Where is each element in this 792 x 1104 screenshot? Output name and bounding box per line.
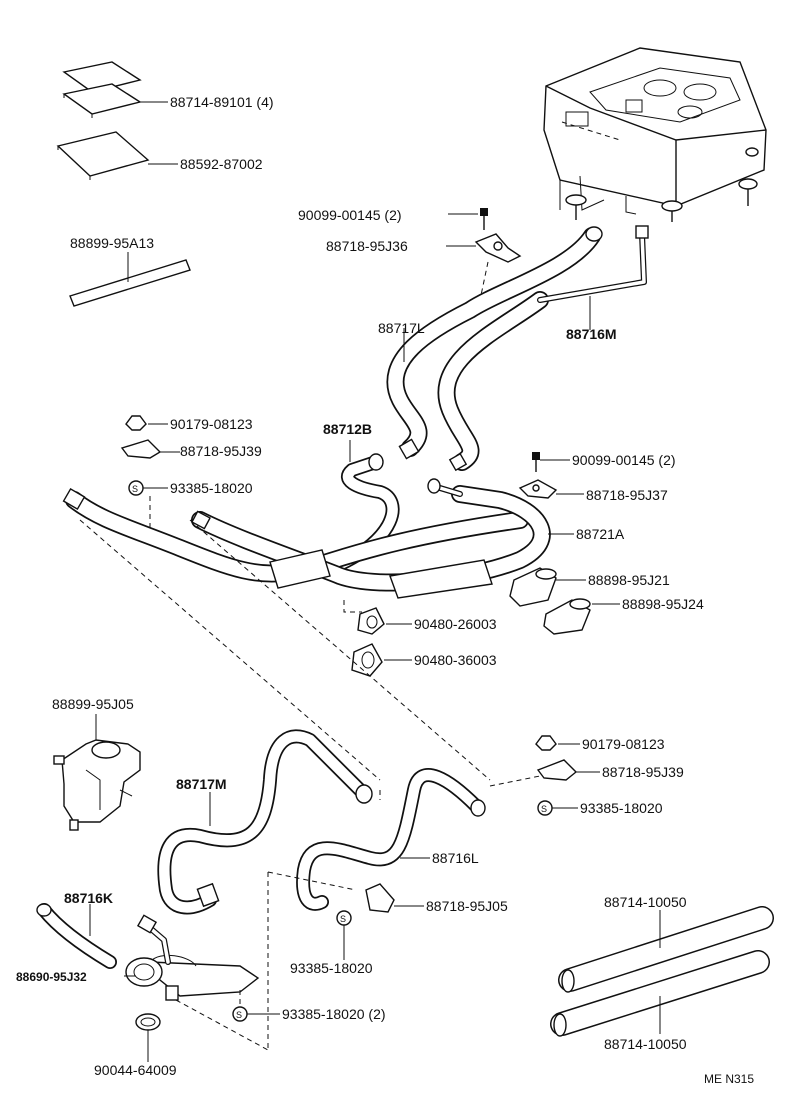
hose-clamp-90044	[135, 1013, 161, 1062]
label-93385-18020-mid: 93385-18020	[290, 960, 373, 976]
valve-88690-95j32: S	[124, 914, 280, 1051]
label-90179-08123-right: 90179-08123	[582, 736, 665, 752]
cooling-unit	[543, 47, 767, 222]
label-93385-18020-left: 93385-18020	[170, 480, 253, 496]
hardware-95j37	[518, 452, 584, 499]
hardware-stack-right: S	[535, 735, 600, 816]
label-88714-10050-bottom: 88714-10050	[604, 1036, 687, 1052]
grommets-88898	[509, 567, 620, 635]
label-88899-95a13: 88899-95A13	[70, 235, 154, 251]
label-90480-26003: 90480-26003	[414, 616, 497, 632]
clamp-95j36	[446, 208, 522, 301]
label-88718-95j05: 88718-95J05	[426, 898, 508, 914]
label-93385-18020-right: 93385-18020	[580, 800, 663, 816]
label-88899-95j05: 88899-95J05	[52, 696, 134, 712]
s-mark: S	[236, 1010, 242, 1020]
label-88718-95j39-right: 88718-95J39	[602, 764, 684, 780]
label-88721a: 88721A	[576, 526, 625, 542]
hose-88716m	[398, 225, 649, 472]
label-88717l: 88717L	[378, 320, 425, 336]
s-mark: S	[340, 914, 346, 924]
grommets-90480	[343, 600, 412, 677]
hose-88717m	[157, 729, 373, 915]
s-mark: S	[541, 804, 547, 814]
label-88592-87002: 88592-87002	[180, 156, 263, 172]
hose-88716k	[36, 903, 117, 969]
label-88712b: 88712B	[323, 421, 372, 437]
rod-part	[69, 252, 191, 307]
label-90099-00145-right: 90099-00145 (2)	[572, 452, 676, 468]
hose-88716l	[296, 768, 486, 911]
hose-88717l	[386, 226, 603, 457]
label-90480-36003: 90480-36003	[414, 652, 497, 668]
label-88690-95j32: 88690-95J32	[16, 970, 87, 984]
tubes-88714-10050	[550, 906, 774, 1037]
hardware-stack-left: S	[120, 415, 180, 530]
s-mark: S	[132, 484, 138, 494]
leader-dashes	[79, 519, 541, 800]
label-88714-89101: 88714-89101 (4)	[170, 94, 274, 110]
clamp-95j05: S	[267, 871, 424, 1050]
label-88716k: 88716K	[64, 890, 113, 906]
label-88898-95j24: 88898-95J24	[622, 596, 704, 612]
insulator-pads	[56, 61, 178, 180]
label-88716m: 88716M	[566, 326, 617, 342]
label-88898-95j21: 88898-95J21	[588, 572, 670, 588]
bracket-88899-95j05	[53, 714, 141, 831]
part-labels: 88714-89101 (4) 88592-87002 88899-95A13 …	[16, 94, 754, 1086]
label-88718-95j39-left: 88718-95J39	[180, 443, 262, 459]
label-88714-10050-top: 88714-10050	[604, 894, 687, 910]
label-88718-95j36: 88718-95J36	[326, 238, 408, 254]
diagram-code: ME N315	[704, 1072, 754, 1086]
label-93385-18020-2: 93385-18020 (2)	[282, 1006, 386, 1022]
hose-main-a	[62, 487, 529, 583]
label-88718-95j37: 88718-95J37	[586, 487, 668, 503]
label-90179-08123-left: 90179-08123	[170, 416, 253, 432]
label-90044-64009: 90044-64009	[94, 1062, 177, 1078]
label-90099-00145-top: 90099-00145 (2)	[298, 207, 402, 223]
label-88716l: 88716L	[432, 850, 479, 866]
label-88717m: 88717M	[176, 776, 227, 792]
hose-88721a	[191, 478, 574, 599]
